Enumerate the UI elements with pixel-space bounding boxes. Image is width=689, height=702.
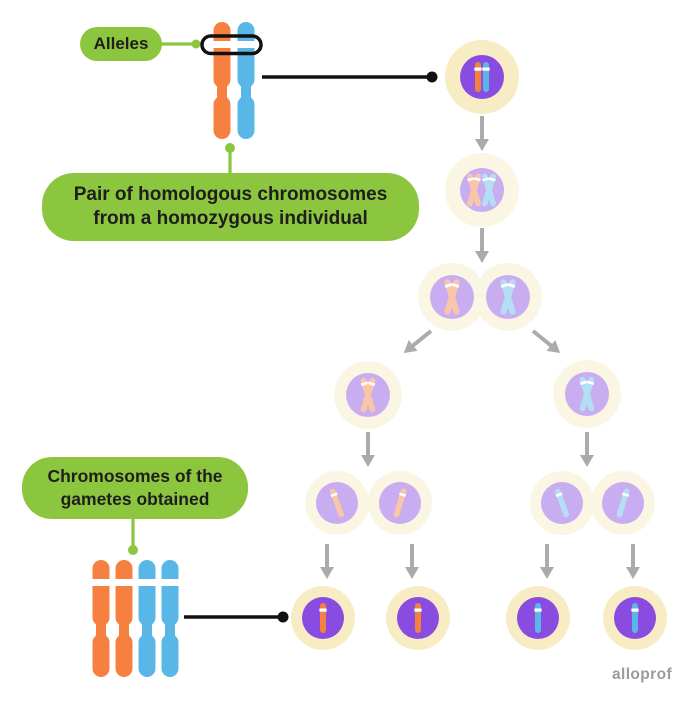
chromosome-blue: [160, 560, 180, 677]
gamete-cell-2: [386, 586, 450, 650]
alloprof-logo: alloprof: [612, 666, 673, 683]
down-arrow-icon: [405, 544, 419, 579]
homologous-pair-label: Pair of homologous chromosomes from a ho…: [42, 173, 419, 241]
gametes-pointer-dot: [277, 611, 289, 623]
down-right-arrow-icon: [528, 325, 565, 359]
chromosome-blue: [482, 62, 490, 92]
gametes-label-line1: Chromosomes of the: [47, 466, 223, 487]
gametes-label-line2: gametes obtained: [60, 489, 210, 509]
down-arrow-icon: [626, 544, 640, 579]
gamete-cell-3: [506, 586, 570, 650]
gamete-cell-4: [603, 586, 667, 650]
chromosome-blue: [631, 603, 639, 633]
meiosis2-dividing-cell-left: [305, 471, 432, 535]
chromosome-orange: [474, 62, 482, 92]
gamete-cell-1: [291, 586, 355, 650]
chromosome-blue: [236, 22, 256, 139]
pair-label-line1: Pair of homologous chromosomes: [73, 184, 388, 206]
down-arrow-icon: [580, 432, 594, 467]
chromosome-orange: [414, 603, 422, 633]
gamete-chromosomes-group: [91, 560, 180, 677]
down-arrow-icon: [475, 116, 489, 151]
chromosome-orange: [212, 22, 232, 139]
down-left-arrow-icon: [399, 325, 436, 359]
meiosis1-dividing-cell: [418, 263, 542, 331]
secondary-cell-right: [553, 360, 621, 428]
homologous-pair: [212, 22, 256, 139]
pair-pointer-dot: [426, 71, 438, 83]
chromosome-orange: [91, 560, 111, 677]
replicated-cell: [445, 153, 519, 227]
parent-cell: [445, 40, 519, 114]
down-arrow-icon: [475, 228, 489, 263]
gametes-label-dot: [128, 545, 138, 555]
gamete-chromosomes-label: Chromosomes of the gametes obtained: [22, 457, 248, 519]
alleles-connector-dot: [191, 39, 201, 49]
chromosome-orange: [319, 603, 327, 633]
chromosome-orange: [114, 560, 134, 677]
alleles-label-text: Alleles: [93, 34, 149, 53]
pair-label-line2: from a homozygous individual: [93, 208, 368, 229]
alleles-oval-highlight: [200, 34, 263, 56]
meiosis2-dividing-cell-right: [530, 471, 655, 535]
down-arrow-icon: [361, 432, 375, 467]
down-arrow-icon: [320, 544, 334, 579]
pair-label-dot: [225, 143, 235, 153]
chromosome-blue: [534, 603, 542, 633]
alleles-label: Alleles: [80, 27, 162, 61]
down-arrow-icon: [540, 544, 554, 579]
secondary-cell-left: [334, 361, 402, 429]
chromosome-blue: [137, 560, 157, 677]
